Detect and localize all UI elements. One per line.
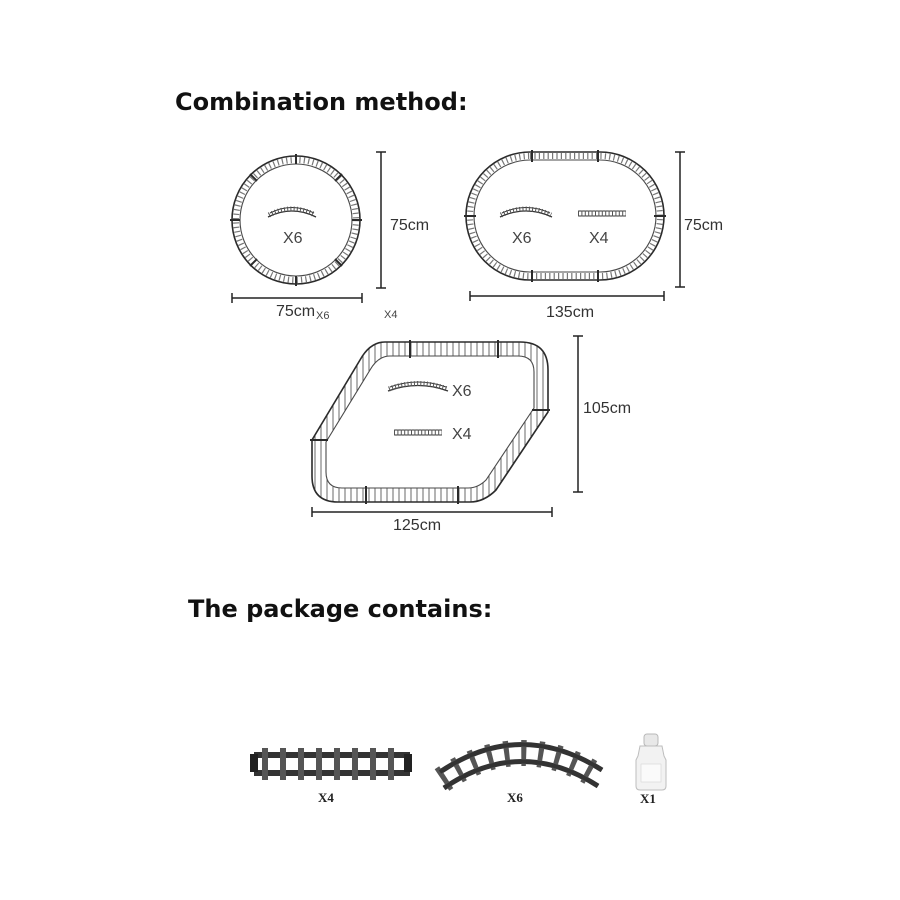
circle-extra-label-2: X4 [384,309,397,321]
layout-oval: X6 X4 75cm 135cm [464,150,723,321]
package-item-bottle: X1 [635,733,667,806]
bottle-icon [635,733,667,791]
circle-curved-qty: X6 [283,230,303,247]
hexagon-curved-qty: X6 [452,383,472,400]
circle-height-label: 75cm [390,217,429,234]
layout-circle: X6 75cm 75cm X6 X4 [230,151,429,322]
straight-track-qty: X4 [318,790,334,805]
circle-width-label: 75cm [276,303,315,320]
oval-curved-piece-icon [499,206,553,218]
oval-height-label: 75cm [684,217,723,234]
package-item-straight: X4 [250,748,412,805]
bottle-qty: X1 [640,791,656,806]
circle-extra-label-1: X6 [316,310,329,322]
oval-width-label: 135cm [546,304,594,321]
layout-hexagon: X6 X4 105cm 125cm [310,335,631,534]
hexagon-height-label: 105cm [583,400,631,417]
oval-curved-qty: X6 [512,230,532,247]
oval-straight-qty: X4 [589,230,609,247]
curved-piece-icon [267,206,317,218]
hexagon-width-label: 125cm [393,517,441,534]
package-item-curved: X6 [434,740,607,805]
circle-track-icon [230,154,362,286]
curved-track-icon [434,740,607,791]
curved-track-qty: X6 [507,790,523,805]
oval-track-icon [464,150,666,282]
package-heading: The package contains: [188,595,492,623]
hexagon-straight-qty: X4 [452,426,472,443]
hexagon-straight-piece-icon [394,429,442,436]
hexagon-curved-piece-icon [387,381,449,392]
hexagon-track-icon [310,340,550,504]
oval-straight-piece-icon [578,210,626,217]
straight-track-icon [250,748,412,780]
combination-heading: Combination method: [175,88,468,116]
